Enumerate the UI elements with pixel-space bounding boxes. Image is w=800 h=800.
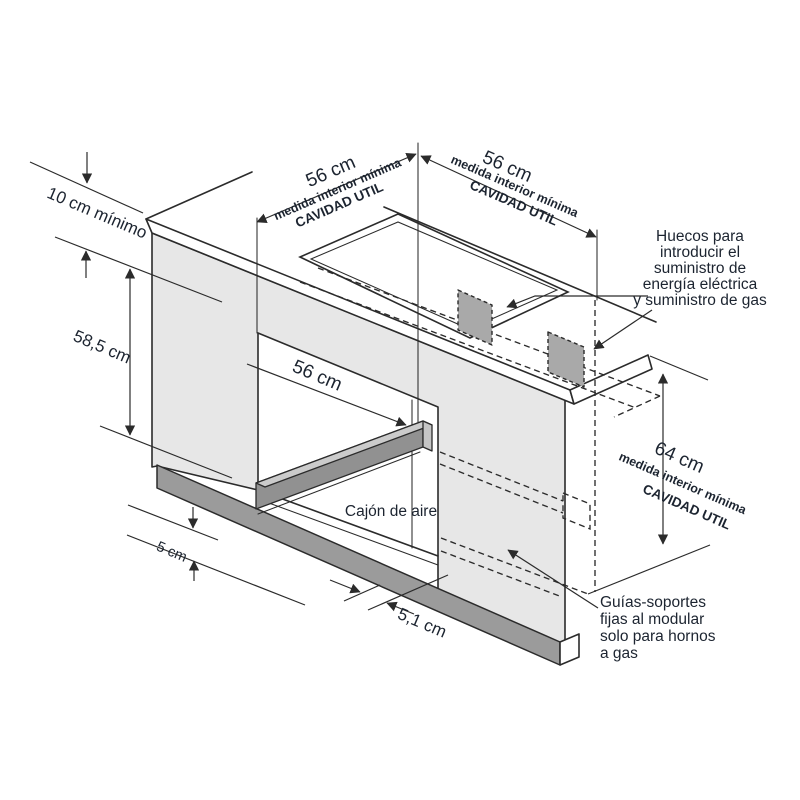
svg-text:solo para hornos: solo para hornos (600, 628, 716, 645)
rails-note-leader (507, 549, 599, 609)
plinth-end-cap (559, 633, 580, 666)
svg-text:Guías-soportes: Guías-soportes (600, 594, 706, 611)
dimension-plinth-height (126, 504, 306, 606)
label-rails-note: Guías-soportes fijas al modular solo par… (600, 594, 716, 662)
svg-text:a gas: a gas (600, 645, 638, 662)
dimension-opening-width-line (246, 363, 407, 427)
cabinet-front-panels (151, 232, 566, 650)
svg-text:suministro de: suministro de (654, 260, 746, 277)
cavity-floor-edge (257, 498, 439, 566)
holes-note-leaders (506, 295, 653, 350)
label-holes-note: Huecos para introducir el suministro de … (633, 228, 767, 309)
dimension-side-height (587, 355, 711, 595)
label-side-height: 64 cm medida interior mínima CAVIDAD UTI… (617, 438, 750, 533)
counter-back-edge (383, 206, 657, 323)
label-cutout-width: 56 cm medida interior mínima CAVIDAD UTI… (449, 147, 582, 229)
counter-back-left-edge (145, 171, 253, 220)
hidden-cavity-cap (613, 395, 661, 418)
hidden-rail-right-bottom (439, 463, 564, 514)
hidden-floor-edge-a (440, 537, 589, 595)
label-height-left: 58,5 cm (71, 326, 134, 367)
hole-electric (457, 289, 493, 346)
label-air-box: Cajón de aire (345, 503, 437, 520)
cavity-bottom-edge (257, 489, 439, 557)
cooktop-cutout-inner (309, 221, 559, 330)
hidden-rail-right-top (439, 451, 564, 502)
dimension-height-left (99, 268, 233, 479)
dimension-cutout-width-line (420, 155, 597, 238)
svg-text:energía eléctrica: energía eléctrica (643, 276, 758, 293)
hidden-rail-end-box (562, 491, 591, 531)
cooktop-cutout-outer (298, 213, 570, 339)
svg-text:fijas al modular: fijas al modular (600, 611, 704, 628)
hole-gas (547, 331, 585, 388)
svg-text:Huecos para: Huecos para (656, 228, 744, 245)
counter-end-face (569, 354, 653, 405)
dimension-cutout-depth-line (256, 153, 417, 223)
label-cutout-depth: 56 cm medida interior mínima CAVIDAD UTI… (272, 152, 405, 231)
dimension-clearance-top (29, 152, 223, 303)
hidden-floor-edge-b (440, 550, 563, 598)
svg-text:introducir el: introducir el (660, 244, 740, 261)
dimension-rail-offset (329, 574, 449, 615)
svg-text:y suministro de gas: y suministro de gas (633, 292, 767, 309)
label-plinth-height: 5 cm (154, 539, 189, 566)
support-rail (255, 420, 433, 515)
